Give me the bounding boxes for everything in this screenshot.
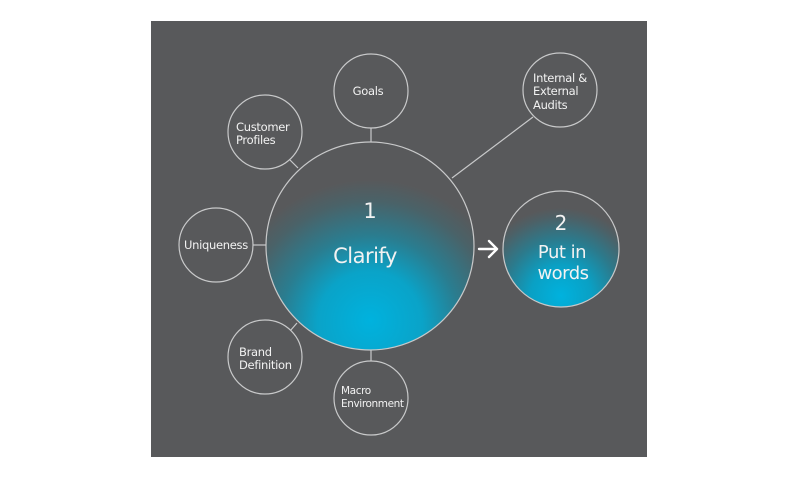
- satellite-goals[interactable]: Goals: [333, 53, 409, 129]
- satellite-circle: [522, 52, 598, 128]
- satellite-label-line-2: Environment: [341, 398, 404, 410]
- satellite-label-line-1: Macro: [341, 385, 371, 397]
- satellite-label: Goals: [353, 84, 384, 98]
- satellite-circle: [227, 319, 303, 395]
- main-node-label: Clarify: [333, 244, 397, 268]
- main-node-clarify[interactable]: 1 Clarify: [265, 141, 475, 351]
- satellite-circle: [178, 207, 254, 283]
- satellite-macro-environment[interactable]: Macro Environment: [333, 360, 409, 436]
- satellite-label-line-2: Profiles: [236, 133, 276, 147]
- connector-brand-definition: [289, 322, 298, 332]
- satellite-circle: [333, 53, 409, 129]
- connectors: [253, 116, 534, 361]
- satellite-internal-external-audits[interactable]: Internal & External Audits: [522, 52, 598, 128]
- satellite-circle: [227, 94, 303, 170]
- satellite-uniqueness[interactable]: Uniqueness: [178, 207, 254, 283]
- next-node-number: 2: [555, 211, 568, 235]
- satellite-label-line-2: External: [533, 84, 578, 98]
- connector-customer-profiles: [289, 159, 299, 169]
- arrow-right-icon: [477, 239, 499, 259]
- satellite-label-line-2: Definition: [239, 358, 292, 372]
- satellite-circle: [333, 360, 409, 436]
- next-node-label-line-1: Put in: [538, 242, 586, 263]
- satellite-brand-definition[interactable]: Brand Definition: [227, 319, 303, 395]
- main-node-circle: [265, 141, 475, 351]
- next-node-label-line-2: words: [537, 263, 588, 284]
- satellite-label: Uniqueness: [184, 238, 248, 252]
- satellite-label-line-1: Internal &: [533, 71, 587, 85]
- next-node-circle: [502, 190, 620, 308]
- next-node-put-in-words[interactable]: 2 Put in words: [502, 190, 620, 308]
- satellite-label-line-1: Customer: [236, 120, 290, 134]
- satellite-label-line-1: Brand: [239, 345, 272, 359]
- connector-audits: [451, 116, 534, 179]
- main-node-number: 1: [363, 199, 376, 223]
- satellite-label-line-3: Audits: [533, 98, 568, 112]
- satellite-customer-profiles[interactable]: Customer Profiles: [227, 94, 303, 170]
